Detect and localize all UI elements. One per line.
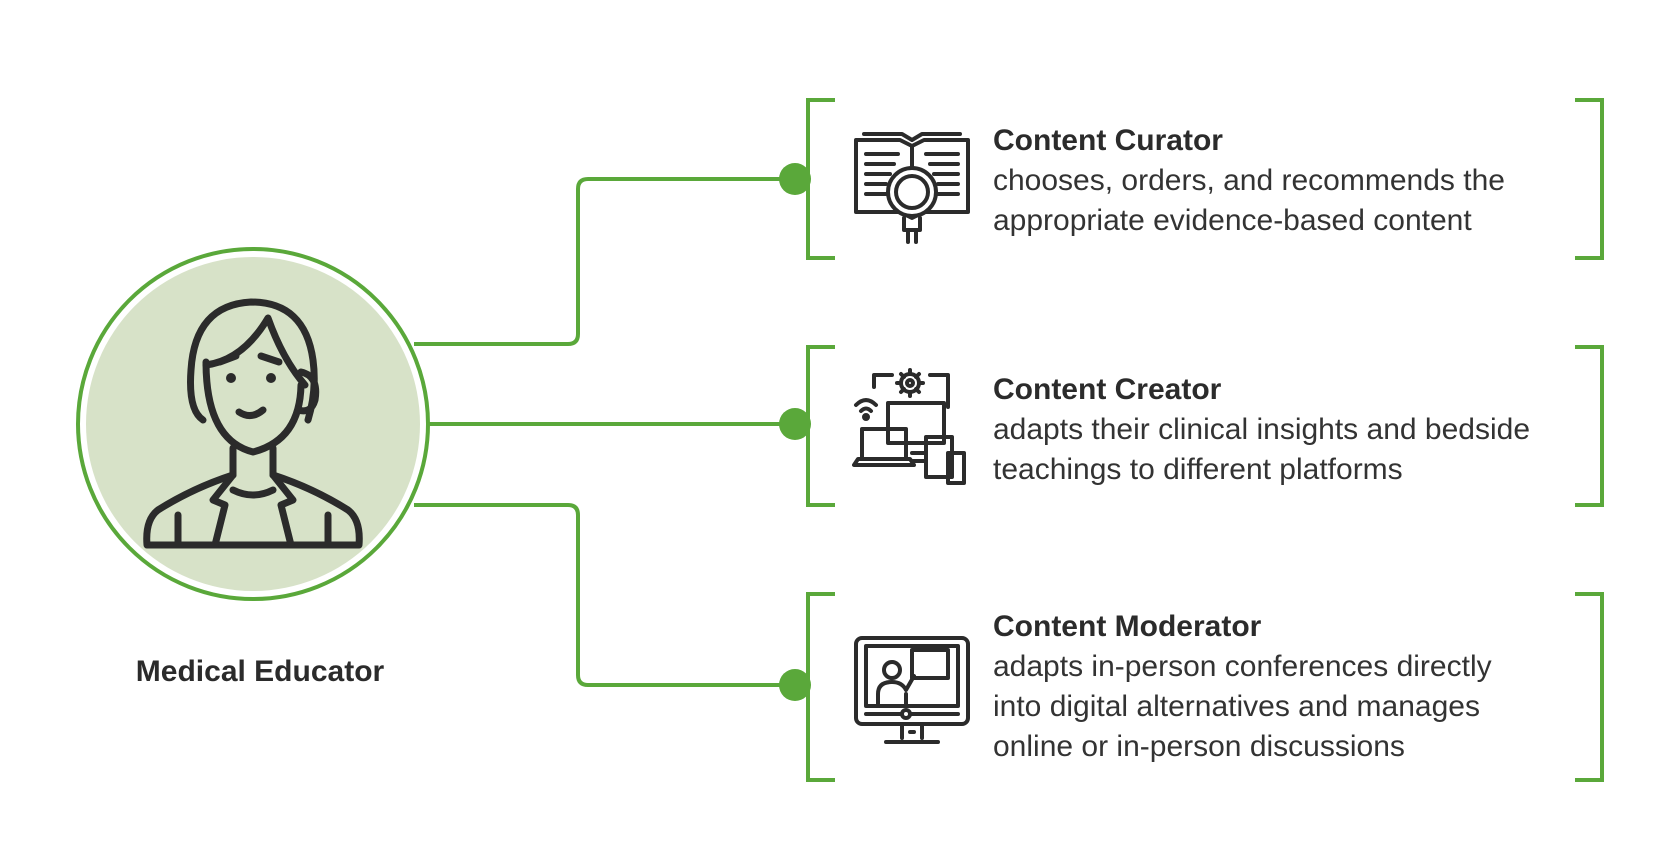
role-title: Content Moderator: [993, 610, 1262, 643]
monitor-presenter-icon: [854, 636, 970, 744]
connector-dot-creator: [779, 408, 811, 440]
woman-avatar-icon: [143, 298, 363, 549]
connector-line-curator: [414, 177, 795, 346]
bracket-left-moderator: [806, 592, 835, 782]
book-magnifier-icon: [854, 132, 970, 244]
bracket-left-curator: [806, 98, 835, 260]
person-label: Medical Educator: [135, 655, 385, 688]
role-title: Content Curator: [993, 124, 1223, 157]
role-block-curator: Content Curator chooses, orders, and rec…: [993, 121, 1633, 241]
bracket-right-curator: [1575, 98, 1604, 260]
bracket-right-creator: [1575, 345, 1604, 507]
connector-dot-curator: [779, 163, 811, 195]
role-description-line: adapts in-person conferences directly: [993, 650, 1492, 683]
role-description-line: adapts their clinical insights and bedsi…: [993, 413, 1530, 446]
bracket-right-moderator: [1575, 592, 1604, 782]
role-block-creator: Content Creator adapts their clinical in…: [993, 370, 1633, 490]
role-description-line: online or in-person discussions: [993, 730, 1405, 763]
role-description-line: into digital alternatives and manages: [993, 690, 1480, 723]
devices-gear-icon: [852, 368, 966, 485]
role-title: Content Creator: [993, 373, 1222, 406]
bracket-left-creator: [806, 345, 835, 507]
person-circle-fill: [86, 257, 420, 591]
role-description-line: chooses, orders, and recommends the: [993, 164, 1505, 197]
connector-line-moderator: [414, 503, 795, 687]
role-description-line: teachings to different platforms: [993, 453, 1403, 486]
connector-dot-moderator: [779, 669, 811, 701]
role-description-line: appropriate evidence-based content: [993, 204, 1472, 237]
role-block-moderator: Content Moderator adapts in-person confe…: [993, 607, 1633, 767]
